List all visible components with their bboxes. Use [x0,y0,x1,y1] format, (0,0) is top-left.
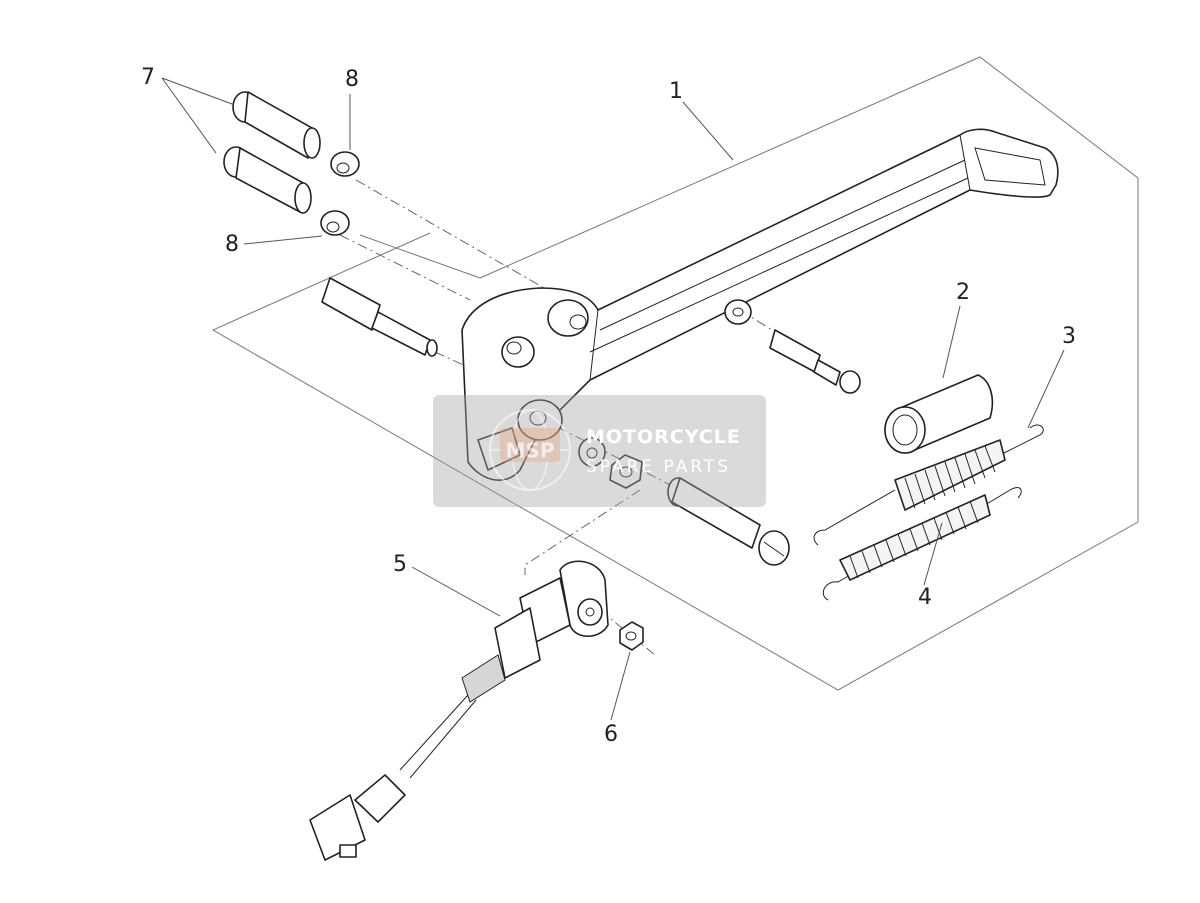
stop-screw [769,329,861,394]
pivot-nut [609,454,643,489]
bolt-upper [232,91,321,159]
stand-bolt [667,477,790,566]
side-stand-sensor [309,560,609,861]
part-number-2: 2 [956,280,970,305]
kit-frame-link [359,234,481,279]
part-number-5: 5 [393,552,407,577]
watermark-logo-text: MSP [506,439,555,463]
pivot-pin [321,277,438,357]
watermark: MSP MOTORCYCLE SPARE PARTS [433,395,766,507]
spring-upper [813,424,1044,546]
spring-lower [822,487,1022,601]
part-number-6: 6 [604,722,618,747]
part-number-3: 3 [1062,324,1076,349]
part-number-1: 1 [669,79,683,104]
part-number-7: 7 [141,65,155,90]
washer-upper [330,151,360,177]
bolt-lower [223,146,312,214]
part-number-8-bottom: 8 [225,232,239,257]
pivot-washer [578,437,606,467]
bushing [884,374,994,454]
watermark-logo-icon: MSP [489,409,571,491]
watermark-line-2: SPARE PARTS [586,457,731,477]
part-number-4: 4 [918,585,932,610]
watermark-line-1: MOTORCYCLE [586,426,741,448]
part-number-8-top: 8 [345,67,359,92]
kit-frame-outline [211,56,1139,691]
washer-lower [320,210,350,236]
sensor-nut [619,621,644,651]
leader-lines [161,77,1065,721]
